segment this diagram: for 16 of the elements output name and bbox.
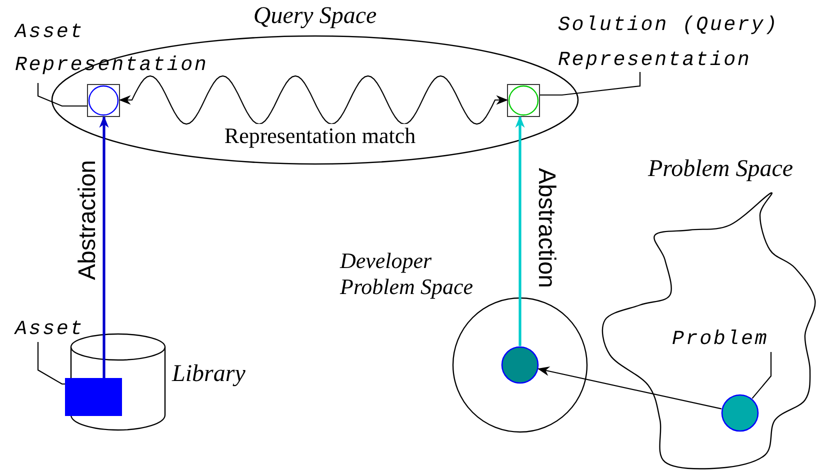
edge-label: Representation match bbox=[224, 124, 416, 148]
region-title: Query Space bbox=[252, 2, 378, 30]
leader-line bbox=[37, 342, 65, 385]
leader-line bbox=[752, 352, 772, 399]
arrow bbox=[515, 116, 525, 346]
callout-label: Asset bbox=[15, 316, 97, 344]
leader-line bbox=[540, 72, 641, 96]
region-title: Developer Problem Space bbox=[340, 248, 474, 300]
caption-text: Library bbox=[172, 361, 246, 388]
region-title: Problem Space bbox=[648, 155, 794, 183]
arrow bbox=[537, 366, 722, 410]
wavy-arrow bbox=[118, 75, 508, 125]
arrow bbox=[99, 116, 109, 378]
callout-label: Problem bbox=[672, 326, 782, 354]
leader-line bbox=[37, 83, 87, 107]
callout-label: Solution (Query) Representation bbox=[558, 8, 798, 78]
